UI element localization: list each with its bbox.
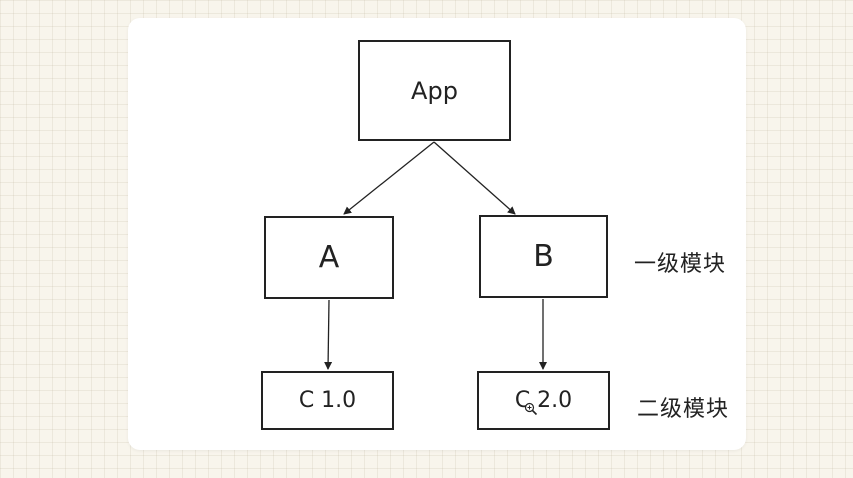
node-app-label: App (411, 76, 458, 105)
node-c2: C 2.0 (477, 371, 610, 430)
level-1-label: 一级模块 (634, 252, 727, 277)
node-a: A (264, 216, 394, 299)
node-app: App (358, 40, 511, 141)
node-b-label: B (533, 238, 554, 274)
level-2-label: 二级模块 (637, 397, 730, 422)
node-b: B (479, 215, 608, 298)
node-c1-label: C 1.0 (298, 387, 357, 413)
node-a-label: A (318, 239, 340, 275)
zoom-in-icon (524, 402, 538, 416)
node-c1: C 1.0 (261, 371, 394, 430)
